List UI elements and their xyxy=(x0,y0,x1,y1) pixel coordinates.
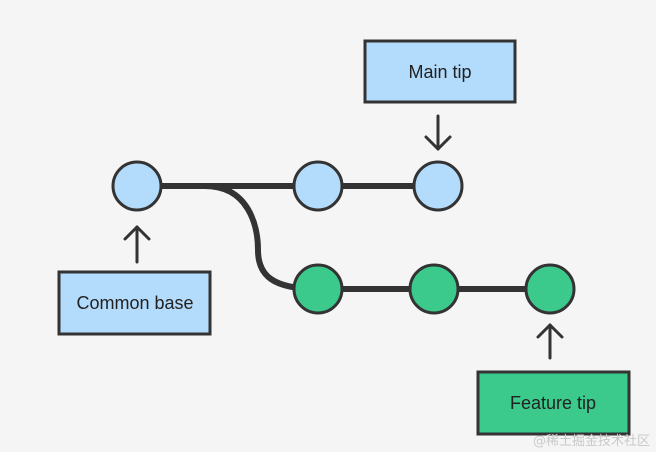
commit-node-main-tip xyxy=(412,160,464,212)
label-common-base-text: Common base xyxy=(76,293,193,313)
commit-node-main-2 xyxy=(292,160,344,212)
label-box xyxy=(363,39,517,104)
label-main-tip: Main tip xyxy=(363,39,517,104)
pointer-arrows xyxy=(123,114,564,360)
label-feature-tip-text: Feature tip xyxy=(510,393,596,413)
main-commits xyxy=(111,160,464,212)
label-feature-tip: Feature tip xyxy=(476,370,631,436)
arrow-icon xyxy=(536,323,564,360)
label-main-tip-text: Main tip xyxy=(408,62,471,82)
feature-branch-curve xyxy=(202,183,321,292)
arrow-icon xyxy=(123,225,151,264)
commit-node-common-base xyxy=(111,160,163,212)
commit-node-feature-tip xyxy=(524,263,576,315)
commit-node-feature-1 xyxy=(292,263,344,315)
arrow-icon xyxy=(424,114,452,151)
label-box xyxy=(57,270,212,336)
feature-commits xyxy=(292,263,576,315)
commit-node-feature-2 xyxy=(408,263,460,315)
label-common-base: Common base xyxy=(57,270,212,336)
watermark-text: @稀土掘金技术社区 xyxy=(533,433,650,449)
label-box xyxy=(476,370,631,436)
